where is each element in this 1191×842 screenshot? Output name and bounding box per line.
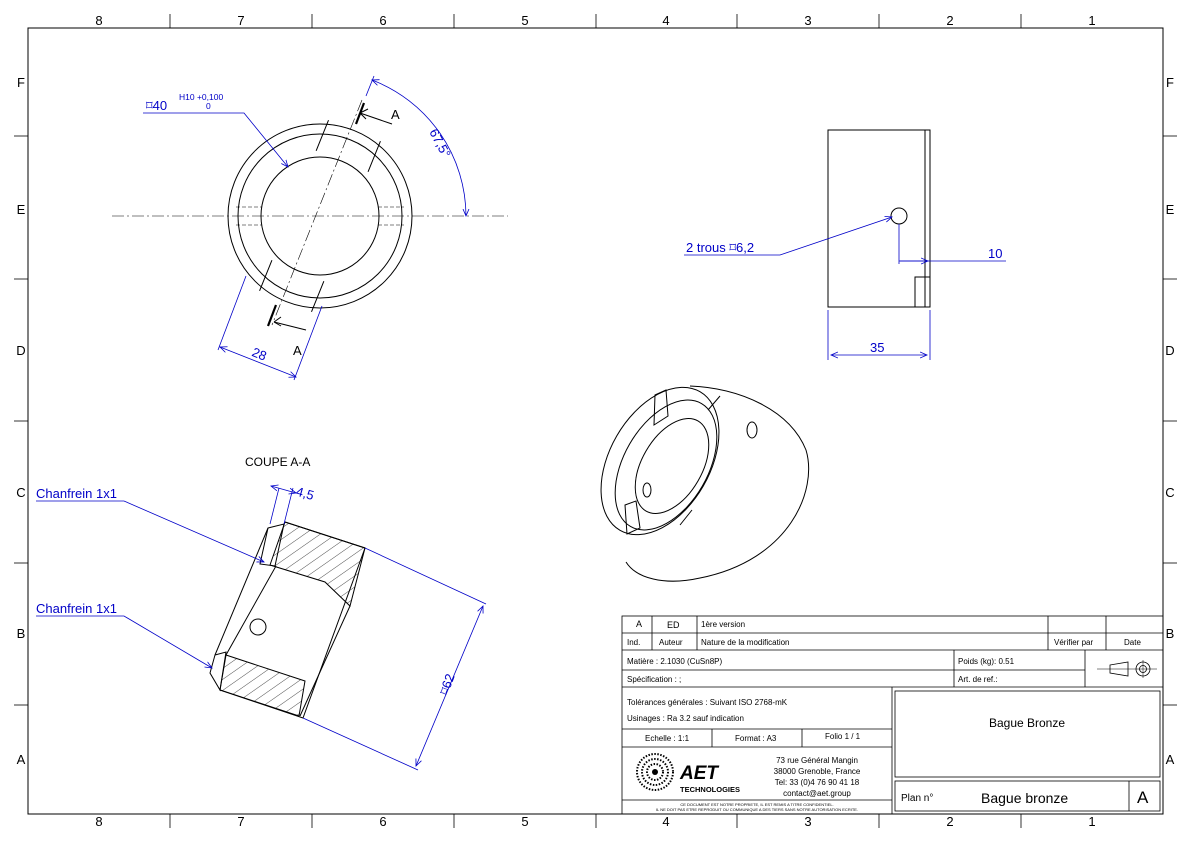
zone-labels-left: F E D C B A: [16, 75, 25, 767]
zone-label: F: [1166, 75, 1174, 90]
machining: Usinages : Ra 3.2 sauf indication: [627, 714, 744, 723]
header-verify: Vérifier par: [1054, 638, 1093, 647]
isometric-view: [600, 385, 810, 582]
sheet-border: [27, 27, 1164, 815]
format: Format : A3: [735, 734, 777, 743]
dim-bore-tol-upper: H10 +0,100: [179, 92, 223, 102]
zone-label: D: [1165, 343, 1174, 358]
plan-name: Bague bronze: [981, 790, 1068, 806]
company-sub: TECHNOLOGIES: [680, 785, 740, 794]
zone-label: 1: [1088, 814, 1095, 829]
confidential-line-2: IL NE DOIT PAS ETRE REPRODUIT OU COMMUNI…: [656, 807, 858, 812]
zone-label: 4: [662, 13, 669, 28]
folio: Folio 1 / 1: [825, 732, 861, 741]
zone-label: C: [1165, 485, 1174, 500]
front-view: A A ⌑40 H10 +0,100 0 67,5° 28: [112, 75, 508, 381]
dim-hole-position: 10: [988, 246, 1002, 261]
zone-label: F: [17, 75, 25, 90]
zone-label: 7: [237, 814, 244, 829]
dim-holes: 2 trous ⌑6,2: [686, 240, 754, 255]
general-tolerances: Tolérances générales : Suivant ISO 2768-…: [627, 698, 788, 707]
art-ref: Art. de ref.:: [958, 675, 998, 684]
zone-label: B: [1166, 626, 1175, 641]
zone-label: E: [17, 202, 26, 217]
zone-label: 6: [379, 814, 386, 829]
section-title: COUPE A-A: [245, 455, 310, 469]
header-ind: Ind.: [627, 638, 640, 647]
zone-label: 4: [662, 814, 669, 829]
plan-label: Plan n°: [901, 793, 933, 804]
section-view: COUPE A-A Chanfrein 1x1 Chanfrein 1x1 4,…: [36, 455, 487, 771]
zone-label: E: [1166, 202, 1175, 217]
dim-bore-tol-lower: 0: [206, 101, 211, 111]
address-line-4: contact@aet.group: [783, 789, 851, 798]
plan-revision: A: [1137, 788, 1149, 807]
zone-label: 6: [379, 13, 386, 28]
dim-slot-depth: 4,5: [294, 484, 316, 503]
header-date: Date: [1124, 638, 1141, 647]
dim-angle: 67,5°: [426, 126, 454, 160]
side-view: 2 trous ⌑6,2 10 35: [684, 129, 1006, 360]
address-line-1: 73 rue Général Mangin: [776, 756, 858, 765]
zone-label: 5: [521, 814, 528, 829]
rev-description: 1ère version: [701, 620, 745, 629]
zone-labels-bottom: 8 7 6 5 4 3 2 1: [95, 814, 1095, 829]
dim-outer-diameter: ⌑62: [436, 672, 457, 697]
address-line-3: Tel: 33 (0)4 76 90 41 18: [775, 778, 860, 787]
material: Matière : 2.1030 (CuSn8P): [627, 657, 722, 666]
zone-label: 3: [804, 814, 811, 829]
confidential-line-1: CE DOCUMENT EST NOTRE PROPRIETE, IL EST …: [680, 802, 833, 807]
rev-index: A: [636, 619, 642, 629]
zone-label: D: [16, 343, 25, 358]
company-logo-text: AET: [679, 763, 719, 784]
zone-label: 2: [946, 814, 953, 829]
dim-length: 35: [870, 340, 884, 355]
zone-label: 3: [804, 13, 811, 28]
zone-label: 7: [237, 13, 244, 28]
zone-label: 2: [946, 13, 953, 28]
header-nature: Nature de la modification: [701, 638, 790, 647]
section-letter-bottom: A: [293, 343, 302, 358]
dim-slot-width: 28: [250, 344, 269, 363]
zone-label: 8: [95, 13, 102, 28]
zone-label: 1: [1088, 13, 1095, 28]
zone-label: B: [17, 626, 26, 641]
zone-labels-top: 8 7 6 5 4 3 2 1: [95, 13, 1095, 28]
rev-author: ED: [667, 620, 680, 630]
zone-label: A: [1166, 752, 1175, 767]
scale: Echelle : 1:1: [645, 734, 690, 743]
zone-ticks: [14, 14, 1177, 828]
zone-label: 5: [521, 13, 528, 28]
dim-bore: ⌑40: [146, 98, 167, 113]
zone-label: A: [17, 752, 26, 767]
part-title: Bague Bronze: [989, 716, 1065, 730]
header-author: Auteur: [659, 638, 683, 647]
address-line-2: 38000 Grenoble, France: [774, 767, 861, 776]
dim-chamfer-top: Chanfrein 1x1: [36, 486, 117, 501]
company-logo: AET TECHNOLOGIES: [636, 753, 740, 794]
title-block: A ED 1ère version Ind. Auteur Nature de …: [621, 615, 1164, 815]
projection-symbol-icon: [1097, 660, 1157, 678]
specification: Spécification : ;: [627, 675, 681, 684]
zone-label: 8: [95, 814, 102, 829]
zone-label: C: [16, 485, 25, 500]
zone-labels-right: F E D C B A: [1165, 75, 1174, 767]
dim-chamfer-bottom: Chanfrein 1x1: [36, 601, 117, 616]
section-letter-top: A: [391, 107, 400, 122]
weight: Poids (kg): 0.51: [958, 657, 1015, 666]
